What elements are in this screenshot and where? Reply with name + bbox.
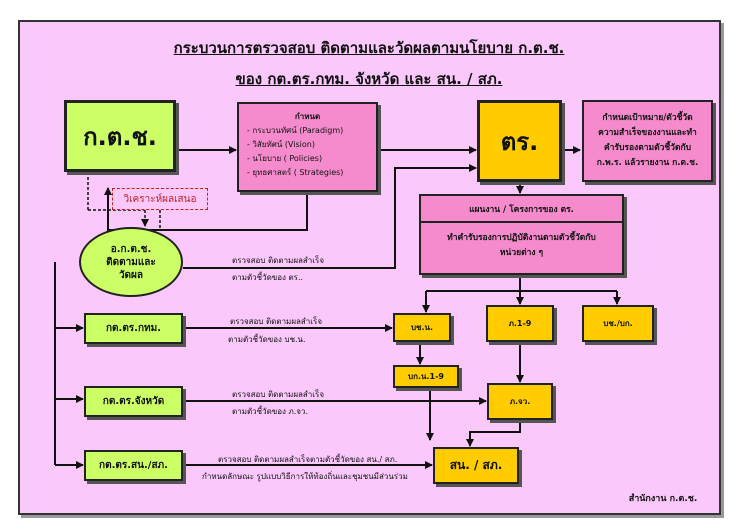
title-line-1: กระบวนการตรวจสอบ ติดตามและวัดผลตามนโยบาย… [173,39,565,57]
bkn19-label: บก.น.1-9 [408,372,444,381]
kpi-box: กำหนดเป้าหมาย/ตัวชี้วัด ความสำเร็จของงาน… [582,100,713,182]
kpi-line-2: ความสำเร็จของงานและทำ [598,128,697,138]
define-item-4: - ยุทธศาสตร์ ( Strategies) [247,168,344,177]
check-sn-label-1: ตรวจสอบ ติดตามผลสำเร็จตามตัวชี้วัดของ สน… [218,455,398,464]
akts-line-3: วัดผล [118,269,144,281]
kts-label: ก.ต.ช. [83,122,157,151]
akts-line-2: ติดตามและ [106,256,156,268]
plan-line-1: ทำคำรับรองการปฏิบัติงานตามตัวชี้วัดกับ [447,233,596,243]
check-bkk-label-2: ตามตัวชี้วัดของ บช.น. [228,335,306,344]
plan-box: แผนงาน / โครงการของ ตร. ทำคำรับรองการปฏิ… [419,194,624,275]
kts-box: ก.ต.ช. [64,100,176,172]
footer-office: สำนักงาน ก.ต.ช. [614,487,712,509]
define-heading: กำหนด [294,112,321,121]
kt-snsp-box: กต.ตร.สน./สภ. [84,450,183,481]
check-prov-label-2: ตามตัวชี้วัดของ ภ.จว. [232,407,309,416]
analysis-label: วิเคราะห์ผลเสนอ [123,193,197,205]
check-tr-label-1: ตรวจสอบ ติดตามผลสำเร็จ [232,256,325,265]
define-item-3: - นโยบาย ( Policies) [247,154,323,163]
ph19-label: ภ.1-9 [508,319,532,328]
snsp-target-label: สน. / สภ. [449,458,503,472]
footer-label: สำนักงาน ก.ต.ช. [628,494,698,504]
check-tr-label-2: ตามตัวชี้วัดของ ตร.. [232,273,304,282]
define-box: กำหนด - กระบวนทัศน์ (Paradigm) - วิสัยทั… [237,102,378,192]
bchbk-box: บช./บก. [582,305,654,342]
bchn-box: บช.น. [393,313,451,342]
kpi-line-4: ก.พ.ร. แล้วรายงาน ก.ต.ช. [596,158,699,168]
plan-heading: แผนงาน / โครงการของ ตร. [421,196,622,223]
plan-line-2: หน่วยต่าง ๆ [499,248,544,258]
phjw-label: ภ.จว. [509,397,531,406]
akts-ellipse: อ.ก.ต.ช. ติดตามและ วัดผล [79,227,183,297]
kt-snsp-label: กต.ตร.สน./สภ. [99,460,168,471]
check-bkk-label-1: ตรวจสอบ ติดตามผลสำเร็จ [230,317,323,326]
snsp-target-box: สน. / สภ. [433,447,519,484]
kt-bkk-label: กต.ตร.กทม. [105,323,162,334]
tr-label: ตร. [500,127,539,156]
bkn19-box: บก.น.1-9 [393,365,459,388]
define-item-1: - กระบวนทัศน์ (Paradigm) [247,126,344,135]
kt-prov-box: กต.ตร.จังหวัด [84,386,183,417]
bchn-label: บช.น. [410,323,434,332]
plan-body: ทำคำรับรองการปฏิบัติงานตามตัวชี้วัดกับ ห… [447,223,596,261]
title-line-2: ของ กต.ตร.กทม. จังหวัด และ สน. / สภ. [235,70,503,88]
phjw-box: ภ.จว. [487,383,553,420]
kpi-line-3: คำรับรองตามตัวชี้วัดกับ [603,143,692,153]
kpi-line-1: กำหนดเป้าหมาย/ตัวชี้วัด [602,113,693,123]
ph19-box: ภ.1-9 [486,305,554,342]
bchbk-label: บช./บก. [603,319,633,328]
check-sn-label-2: กำหนดลักษณะ รูปแบบวิธีการให้ท้องถิ่นและช… [202,472,408,481]
kt-prov-label: กต.ตร.จังหวัด [102,396,165,407]
analysis-box: วิเคราะห์ผลเสนอ [112,188,208,210]
kt-bkk-box: กต.ตร.กทม. [84,313,183,344]
define-item-2: - วิสัยทัศน์ (Vision) [247,140,315,149]
check-prov-label-1: ตรวจสอบ ติดตามผลสำเร็จ [232,390,325,399]
akts-line-1: อ.ก.ต.ช. [110,243,152,255]
tr-box: ตร. [477,100,562,182]
